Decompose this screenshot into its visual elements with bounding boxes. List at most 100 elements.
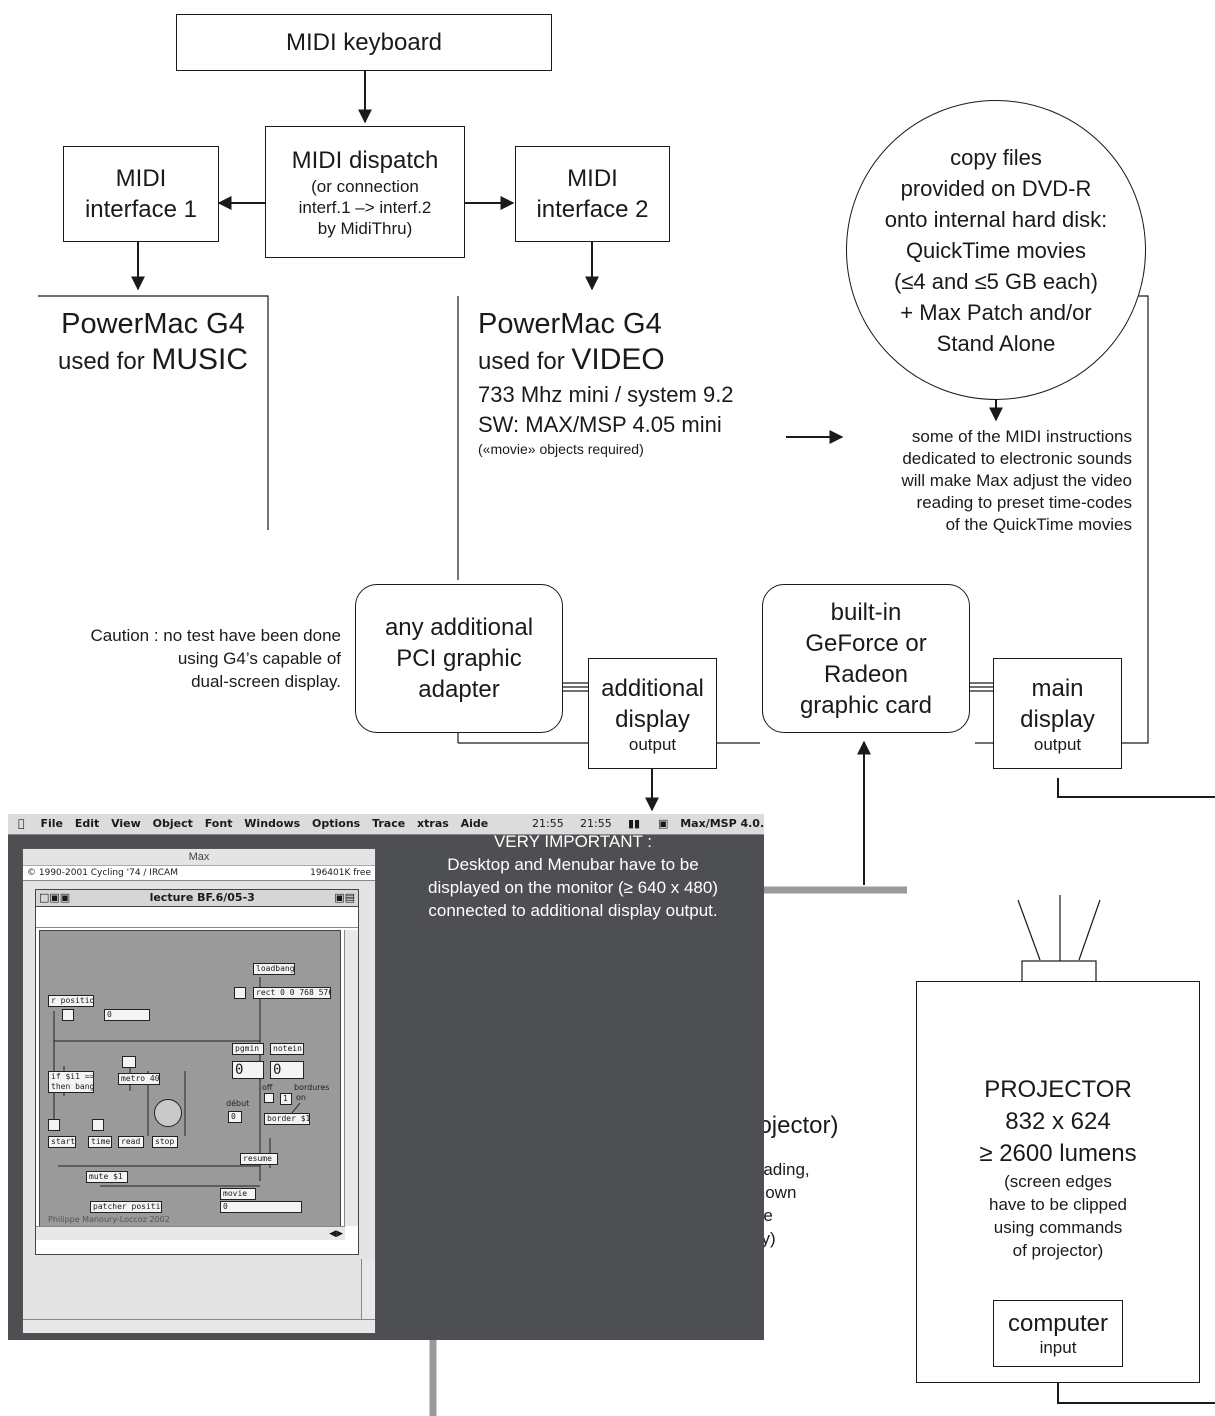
metro-object[interactable]: metro 40 xyxy=(118,1073,160,1085)
resume-message[interactable]: resume xyxy=(240,1153,278,1165)
pgm-number[interactable]: 0 xyxy=(232,1061,264,1079)
projector-lens xyxy=(1021,960,1097,983)
menu-aide[interactable]: Aide xyxy=(454,817,489,830)
menu-windows[interactable]: Windows xyxy=(237,817,300,830)
mute-message[interactable]: mute $1 xyxy=(86,1171,128,1183)
off-toggle[interactable] xyxy=(264,1093,274,1103)
copy-files-line: copy files xyxy=(950,144,1042,170)
bordures-number[interactable]: 1 xyxy=(280,1093,292,1105)
additional-display-sub: output xyxy=(628,735,677,754)
menu-trace[interactable]: Trace xyxy=(365,817,405,830)
patcher-canvas[interactable]: loadbang rect 0 0 768 576 r position 0 i… xyxy=(39,930,341,1228)
caution-line: using G4’s capable of xyxy=(177,649,341,668)
max-window-hscroll[interactable] xyxy=(23,1319,375,1333)
close-box-icon[interactable]: □▣▣ xyxy=(39,891,71,904)
rect-message[interactable]: rect 0 0 768 576 xyxy=(253,987,331,999)
builtin-graphic-card-box: built-in GeForce or Radeon graphic card xyxy=(762,584,970,733)
bang-button[interactable] xyxy=(234,987,246,999)
midi-keyboard-label: MIDI keyboard xyxy=(285,29,443,56)
important-line: connected to additional display output. xyxy=(428,901,718,920)
border-message[interactable]: border $1 xyxy=(264,1113,310,1125)
bordures-label: bordures xyxy=(294,1083,330,1092)
menu-extras[interactable]: xtras xyxy=(410,817,449,830)
pci-adapter-line: PCI graphic xyxy=(396,645,522,672)
time-message[interactable]: time xyxy=(88,1136,112,1148)
note-number[interactable]: 0 xyxy=(270,1061,304,1079)
midi-instructions-note: some of the MIDI instructions dedicated … xyxy=(820,426,1132,536)
menu-options[interactable]: Options xyxy=(305,817,360,830)
menu-font[interactable]: Font xyxy=(198,817,233,830)
computer-input-box: computer input xyxy=(993,1300,1123,1367)
sound-icon[interactable]: ▮▮ xyxy=(628,817,641,830)
r-position-object[interactable]: r position xyxy=(48,995,94,1007)
menu-edit[interactable]: Edit xyxy=(68,817,99,830)
movie-number[interactable]: 0 xyxy=(220,1201,302,1213)
position-number[interactable]: 0 xyxy=(104,1009,150,1021)
read-message[interactable]: read xyxy=(118,1136,144,1148)
pci-adapter-line: adapter xyxy=(418,676,500,703)
max-window-title[interactable]: Max xyxy=(23,849,375,866)
very-important-note: VERY IMPORTANT : Desktop and Menubar hav… xyxy=(388,830,758,922)
patcher-position-object[interactable]: patcher position xyxy=(90,1201,162,1213)
stop-big-bang[interactable] xyxy=(154,1099,182,1127)
debut-number[interactable]: 0 xyxy=(228,1111,242,1123)
notein-object[interactable]: notein xyxy=(270,1043,304,1055)
powermac-music-line1: PowerMac G4 xyxy=(61,308,245,340)
builtin-card-line: graphic card xyxy=(799,691,933,719)
max-window: Max © 1990-2001 Cycling '74 / IRCAM 1964… xyxy=(22,848,376,1334)
music-frame xyxy=(38,295,269,530)
time-bang[interactable] xyxy=(92,1119,104,1131)
important-line: VERY IMPORTANT : xyxy=(493,832,653,851)
main-display-cable-out xyxy=(1057,778,1215,798)
additional-display-line: display xyxy=(615,706,690,733)
midi-dispatch-sub-1: (or connection xyxy=(311,177,419,196)
powermac-video-used-for: used for xyxy=(478,348,572,375)
midi-interface-1-box: MIDI interface 1 xyxy=(63,146,219,242)
max-window-scrollbar[interactable] xyxy=(361,1259,375,1319)
menu-object[interactable]: Object xyxy=(146,817,193,830)
start-message[interactable]: start xyxy=(48,1136,76,1148)
midi-interface-2-line1: MIDI xyxy=(567,165,618,192)
projector-sub-line: using commands xyxy=(993,1218,1123,1237)
powermac-video-big: VIDEO xyxy=(571,343,665,376)
start-bang[interactable] xyxy=(48,1119,60,1131)
patcher-vscroll[interactable] xyxy=(344,930,358,1226)
movie-object[interactable]: movie xyxy=(220,1188,256,1200)
midi-note-line: of the QuickTime movies xyxy=(945,515,1132,534)
menu-file[interactable]: File xyxy=(33,817,63,830)
menu-view[interactable]: View xyxy=(104,817,141,830)
pgmin-object[interactable]: pgmin xyxy=(232,1043,264,1055)
computer-input-line1: computer xyxy=(1007,1309,1109,1337)
stop-message[interactable]: stop xyxy=(152,1136,178,1148)
caution-note: Caution : no test have been done using G… xyxy=(10,624,341,693)
midi-note-line: reading to preset time-codes xyxy=(916,493,1132,512)
powermac-video-spec: 733 Mhz mini / system 9.2 xyxy=(478,382,734,407)
loadbang-object[interactable]: loadbang xyxy=(253,963,295,975)
copy-files-line: + Max Patch and/or xyxy=(900,299,1092,325)
apple-icon[interactable]:  xyxy=(18,814,25,834)
projector-line: ≥ 2600 lumens xyxy=(979,1140,1137,1167)
metro-toggle[interactable] xyxy=(122,1056,136,1068)
copy-files-line: Stand Alone xyxy=(936,330,1056,356)
patcher-title-bar[interactable]: □▣▣ lecture BF.6/05-3 ▣▤ xyxy=(36,890,358,907)
menubar-clock-2: 21:55 xyxy=(580,817,612,830)
scroll-arrows-icon[interactable]: ◀▶ xyxy=(329,1228,343,1238)
main-display-sub: output xyxy=(1033,735,1082,754)
patcher-title: lecture BF.6/05-3 xyxy=(149,891,255,904)
midi-interface-2-box: MIDI interface 2 xyxy=(515,146,670,242)
main-display-line: main xyxy=(1031,675,1084,702)
powermac-video-sw: SW: MAX/MSP 4.05 mini xyxy=(478,412,722,437)
computer-input-line2: input xyxy=(1039,1337,1077,1357)
app-menu[interactable]: ▣ Max/MSP 4.0.5 xyxy=(658,814,764,834)
projector-sub-line: (screen edges xyxy=(1004,1172,1112,1191)
max-memory: 196401K free xyxy=(310,868,371,878)
if-object[interactable]: if $i1 == 1 then bang xyxy=(48,1071,94,1093)
midi-interface-1-line1: MIDI xyxy=(115,165,167,192)
bang-position[interactable] xyxy=(62,1009,74,1021)
copy-files-line: QuickTime movies xyxy=(905,237,1087,263)
if-object-line2: then bang xyxy=(51,1082,94,1091)
midi-interface-1-line2: interface 1 xyxy=(84,196,198,223)
patcher-hscroll[interactable]: ◀▶ xyxy=(36,1226,345,1240)
zoom-box-icon[interactable]: ▣▤ xyxy=(334,891,355,904)
copy-files-line: onto internal hard disk: xyxy=(884,206,1108,232)
